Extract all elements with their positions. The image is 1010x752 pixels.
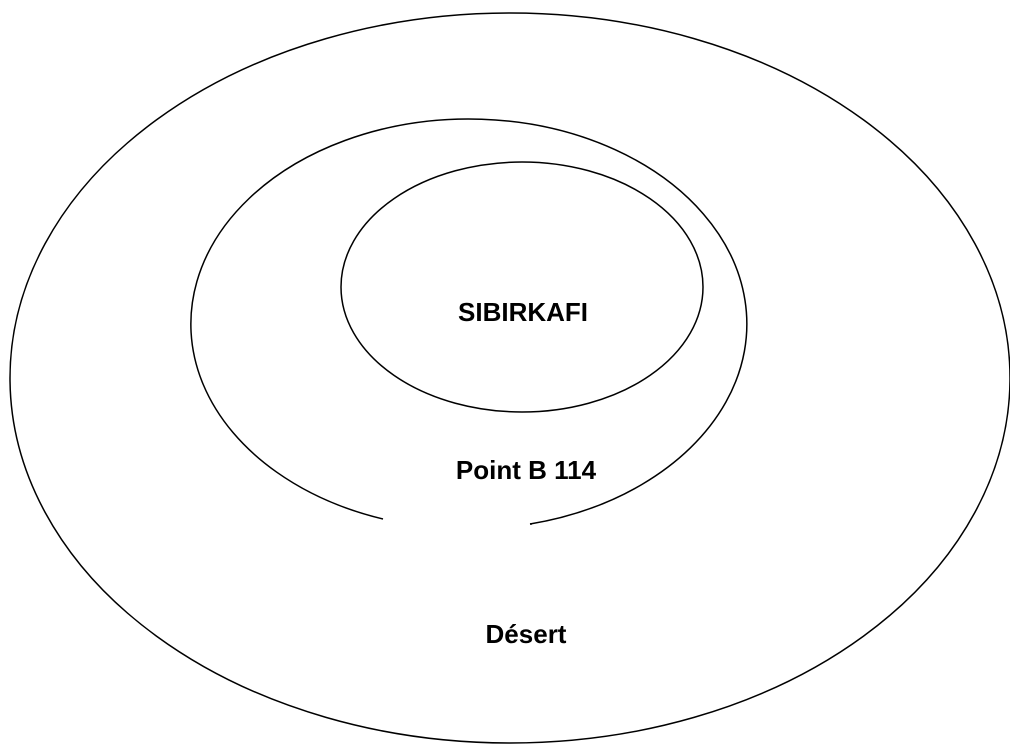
outer-zone-ellipse <box>9 12 1010 744</box>
outer-zone-label: Désert <box>486 619 567 649</box>
middle-zone-ellipse <box>190 118 748 525</box>
inner-zone-ellipse <box>340 161 704 413</box>
inner-zone-label: SIBIRKAFI <box>458 297 588 327</box>
middle-zone-label: Point B 114 <box>456 455 597 485</box>
